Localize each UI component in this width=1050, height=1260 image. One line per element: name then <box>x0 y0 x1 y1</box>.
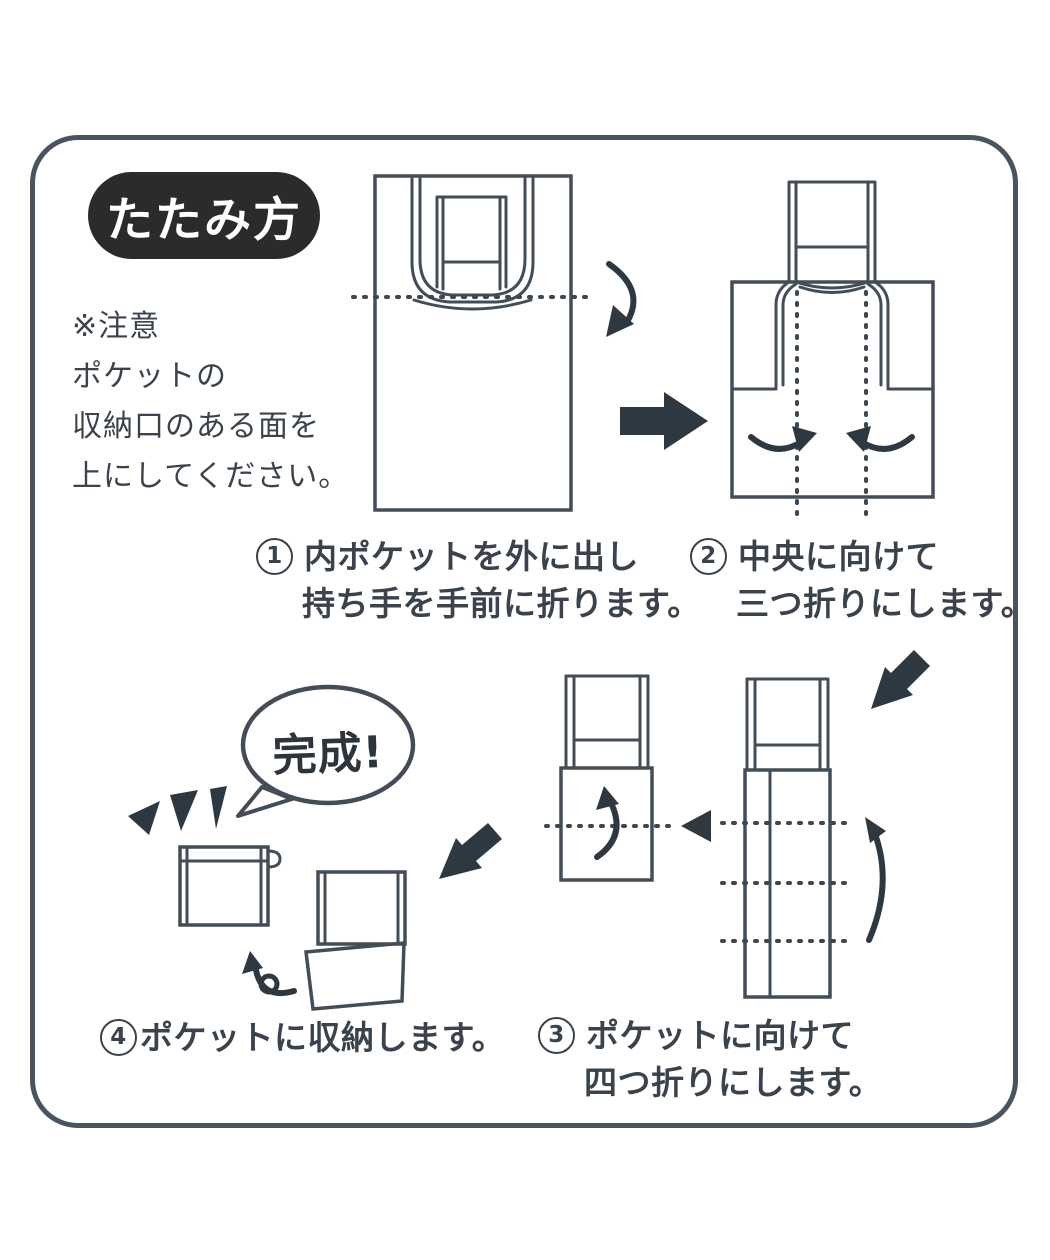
flip-curl-arrow-icon <box>242 951 297 997</box>
step2-number: 2 <box>690 538 727 575</box>
fold-down-arrow-icon <box>606 261 637 337</box>
halffold-bag-diagram <box>544 674 671 882</box>
completion-bubble <box>236 684 416 818</box>
step3-text-line2: 四つ折りにします。 <box>584 1063 883 1102</box>
finished-pouch-diagram <box>178 845 282 927</box>
step3-number: 3 <box>538 1017 575 1054</box>
bag-flat-diagram <box>351 174 591 512</box>
step3-caption: 3 ポケットに向けて 四つ折りにします。 <box>538 1012 882 1106</box>
next-step-diagonal-arrow-icon <box>871 650 930 709</box>
completion-bubble-label: 完成! <box>271 727 385 782</box>
step2-text-line1: 中央に向けて <box>738 537 939 576</box>
note-line: 上にしてください。 <box>72 459 350 494</box>
page-title: たたみ方 <box>106 193 302 248</box>
fold-inward-arrows-icon <box>748 426 915 452</box>
caution-note: ※注意 ポケットの 収納口のある面を 上にしてください。 <box>72 302 349 502</box>
step1-text-line2: 持ち手を手前に折ります。 <box>302 584 701 623</box>
step4-caption: 4 ポケットに収納します。 <box>100 1014 505 1061</box>
step4-text-line1: ポケットに収納します。 <box>140 1018 506 1057</box>
step4-number: 4 <box>100 1019 137 1056</box>
tucking-into-pocket-diagram <box>304 870 407 1011</box>
note-line: 収納口のある面を <box>72 409 320 444</box>
step2-text-line2: 三つ折りにします。 <box>736 584 1035 623</box>
fold-up-long-arrow-icon <box>865 817 886 943</box>
bag-folded-handles-diagram <box>730 180 935 522</box>
step1-number: 1 <box>256 538 293 575</box>
step1-text-line1: 内ポケットを外に出し <box>304 537 639 576</box>
step2-caption: 2 中央に向けて 三つ折りにします。 <box>690 533 1034 627</box>
emphasis-sparkle-icon <box>128 786 227 835</box>
step3-text-line1: ポケットに向けて <box>586 1016 854 1055</box>
fold-left-triangle-arrow-icon <box>681 810 711 842</box>
next-step-diagonal-arrow2-icon <box>439 823 502 879</box>
next-step-arrow-icon <box>620 392 708 450</box>
fold-up-arrow-icon <box>594 786 620 860</box>
title-badge: たたみ方 <box>88 172 320 259</box>
note-line: ※注意 <box>72 309 161 344</box>
step1-caption: 1 内ポケットを外に出し 持ち手を手前に折ります。 <box>256 533 701 627</box>
trifold-bag-diagram <box>720 677 854 999</box>
note-line: ポケットの <box>72 359 227 394</box>
